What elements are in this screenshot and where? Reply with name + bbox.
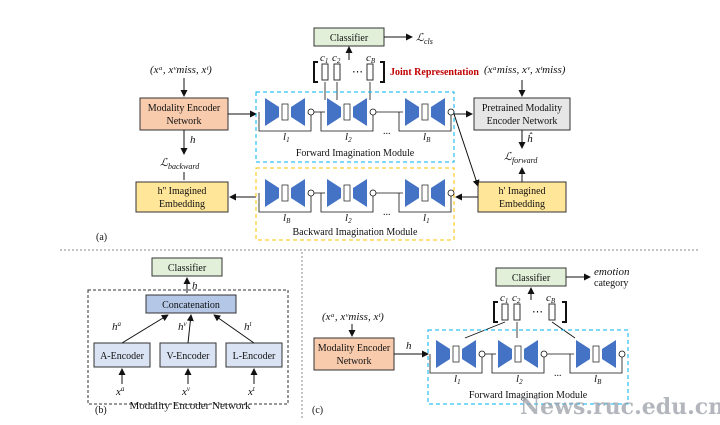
svg-text:A-Encoder: A-Encoder <box>100 351 145 362</box>
forward-autoencoders-c: l1 l2 lB... <box>429 340 626 386</box>
svg-text:Embedding: Embedding <box>499 199 545 210</box>
sub-encoder-v-encoder: V-Encoder hv xv <box>159 314 217 398</box>
l-label-2: l2 <box>345 212 352 225</box>
autoencoder-3: lB <box>398 98 455 144</box>
svg-text:⋯: ⋯ <box>532 306 543 318</box>
emotion-label: emotion <box>594 266 630 278</box>
joint-representation-vector-a: ⋯ <box>313 61 385 83</box>
sub-encoder-l-encoder: L-Encoder ht xt <box>213 314 283 398</box>
watermark: News.ruc.edu.cn <box>520 394 720 420</box>
panel-a-label: (a) <box>96 232 107 243</box>
backward-autoencoders-a: lB l2 l1... <box>258 179 455 225</box>
svg-text:L-Encoder: L-Encoder <box>233 351 276 362</box>
h-prime-imagined-box <box>477 181 567 213</box>
autoencoder-2: l2 <box>320 179 403 225</box>
svg-text:⋯: ⋯ <box>352 66 363 78</box>
l-label-1: l1 <box>283 131 290 144</box>
svg-text:Embedding: Embedding <box>159 199 205 210</box>
x-sup-label: xt <box>247 385 256 398</box>
chain-dots: ... <box>554 368 562 379</box>
input-right-a: (xᵃmiss, xᵛ, xᵗmiss) <box>484 64 566 76</box>
modality-encoder-box-c <box>313 337 395 371</box>
svg-text:Network: Network <box>337 356 372 367</box>
autoencoder-1: lB <box>258 179 325 225</box>
loss-backward: ℒbackward <box>160 157 200 171</box>
svg-text:Pretrained Modality: Pretrained Modality <box>482 103 562 114</box>
h-sup-label: ha <box>112 320 122 333</box>
cB-label-c: cB <box>546 292 556 305</box>
svg-text:Classifier: Classifier <box>168 263 207 274</box>
modality-encoder-network-frame <box>87 289 289 405</box>
panel-c-label: (c) <box>312 405 323 416</box>
h-label-c: h <box>406 340 412 352</box>
autoencoder-2: l2 <box>491 340 574 386</box>
c2-label-a: c2 <box>332 52 341 65</box>
chain-dots: ... <box>383 207 391 218</box>
concatenation-box <box>145 294 237 314</box>
autoencoder-1: l1 <box>429 340 496 386</box>
l-label-3: lB <box>594 373 602 386</box>
classifier-box-b <box>151 257 223 277</box>
autoencoder-2: l2 <box>320 98 403 144</box>
forward-imagination-module-a <box>255 91 455 163</box>
loss-forward: ℒforward <box>504 151 538 165</box>
x-sup-label: xa <box>115 385 125 398</box>
backward-imagination-module-a <box>255 167 455 241</box>
forward-module-label-a: Forward Imagination Module <box>296 148 415 159</box>
c2-label-c: c2 <box>512 292 521 305</box>
input-c: (xᵃ, xᵛmiss, xᵗ) <box>322 311 384 323</box>
c1-label-c: c1 <box>500 292 508 305</box>
cB-label-a: cB <box>366 52 376 65</box>
sub-encoder-a-encoder: A-Encoder ha xa <box>93 314 169 398</box>
backward-module-label: Backward Imagination Module <box>293 227 419 238</box>
forward-imagination-module-c <box>427 329 629 405</box>
svg-text:Encoder Network: Encoder Network <box>487 116 558 127</box>
autoencoder-3: lB <box>569 340 626 386</box>
svg-text:h: h <box>192 280 198 292</box>
input-left-a: (xᵃ, xᵛmiss, xᵗ) <box>150 64 212 76</box>
svg-text:Modality Encoder: Modality Encoder <box>318 343 391 354</box>
autoencoder-1: l1 <box>258 98 325 144</box>
classifier-label-a: Classifier <box>330 33 369 44</box>
h-double-prime-imagined-box <box>135 181 229 213</box>
l-label-3: l1 <box>423 212 430 225</box>
joint-representation-vector-c: ⋯ <box>493 301 567 323</box>
sub-encoders: A-Encoder ha xa V-Encoder hv xv L-Encoder ht xt <box>93 314 283 398</box>
h-sup-label: ht <box>244 320 253 333</box>
l-label-3: lB <box>423 131 431 144</box>
x-sup-label: xv <box>181 385 191 398</box>
joint-representation-label: Joint Representation <box>390 67 479 78</box>
l-label-1: l1 <box>454 373 461 386</box>
loss-cls: ℒcls <box>416 32 433 46</box>
h-label-a: h <box>190 134 196 146</box>
svg-text:Modality Encoder: Modality Encoder <box>148 103 221 114</box>
svg-text:Classifier: Classifier <box>512 273 551 284</box>
panel-b-label: (b) <box>95 405 107 416</box>
panel-b-caption: Modality Encoder Network <box>130 400 251 412</box>
l-label-2: l2 <box>345 131 352 144</box>
svg-text:Network: Network <box>167 116 202 127</box>
l-label-2: l2 <box>516 373 523 386</box>
category-label: category <box>594 278 628 289</box>
forward-module-label-c: Forward Imagination Module <box>469 390 588 401</box>
h-sup-label: hv <box>178 320 188 333</box>
svg-text:Concatenation: Concatenation <box>162 300 220 311</box>
svg-text:h'' Imagined: h'' Imagined <box>158 186 207 197</box>
svg-text:V-Encoder: V-Encoder <box>167 351 211 362</box>
chain-dots: ... <box>383 126 391 137</box>
c1-label-a: c1 <box>320 52 328 65</box>
forward-autoencoders-a: l1 l2 lB... <box>258 98 455 144</box>
svg-text:h' Imagined: h' Imagined <box>498 186 545 197</box>
l-label-1: lB <box>283 212 291 225</box>
h-hat-label: ĥ <box>527 132 533 145</box>
autoencoder-3: l1 <box>398 179 455 225</box>
